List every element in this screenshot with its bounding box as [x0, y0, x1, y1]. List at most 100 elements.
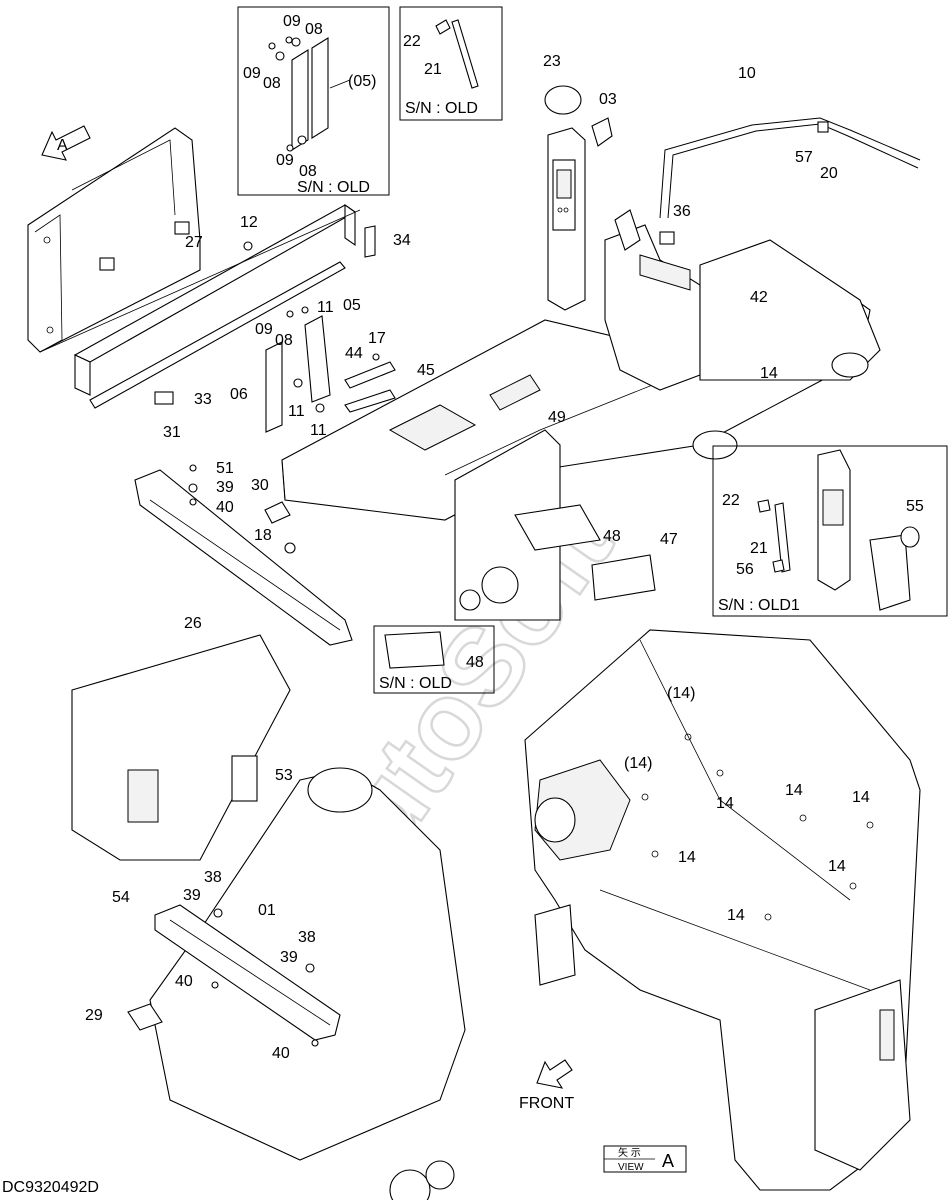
callout-11: 11	[317, 299, 334, 316]
small-parts-group: 11 05 09 08 17 44 45 06 11 11 49	[230, 297, 566, 439]
callout-36: 36	[673, 203, 691, 220]
callout-54: 54	[112, 889, 130, 906]
view-a-group: (14) (14) 14 14 14 14 14 14 FRONT 矢 示 VI…	[519, 629, 921, 1191]
inset-box	[712, 445, 948, 617]
callout-40: 40	[216, 499, 234, 516]
callout-40: 40	[272, 1045, 290, 1062]
view-a-arrow-icon	[41, 125, 91, 161]
block-31	[154, 391, 174, 405]
callout-45: 45	[417, 362, 435, 379]
callout-10: 10	[738, 65, 756, 82]
side-body-panel	[71, 634, 291, 861]
callout-14: 14	[852, 789, 870, 806]
inset-monitor-old1: 22 21 56 55 S/N : OLD1	[712, 445, 948, 617]
plate-05	[304, 315, 331, 403]
cap-23	[544, 85, 582, 115]
block-29	[127, 1003, 163, 1031]
callout-14: 14	[785, 782, 803, 799]
block-30	[264, 501, 291, 524]
bottom-left-group: 53 54 38 39 01 38 39 40 29 40	[71, 634, 466, 1200]
inset-caption: S/N : OLD1	[718, 597, 800, 614]
callout-08: 08	[275, 332, 293, 349]
view-marker-view: VIEW	[618, 1162, 644, 1173]
callout-51: 51	[216, 460, 234, 477]
callout-39: 39	[280, 949, 298, 966]
inset-handle-old: 48 S/N : OLD	[373, 625, 495, 694]
callout-14: 14	[828, 858, 846, 875]
callout-40: 40	[175, 973, 193, 990]
callout-05-old: (05)	[348, 73, 376, 90]
callout-38: 38	[298, 929, 316, 946]
bracket-34	[364, 225, 376, 258]
callout-55: 55	[906, 498, 924, 515]
callout-17: 17	[368, 330, 386, 347]
control-stand	[604, 224, 701, 391]
view-a-arrow-label: A	[57, 137, 68, 154]
callout-26: 26	[184, 615, 202, 632]
diagram-id: DC9320492D	[2, 1179, 99, 1196]
front-arrow-icon	[536, 1059, 573, 1089]
callout-29: 29	[85, 1007, 103, 1024]
view-marker-letter: A	[662, 1151, 674, 1171]
armrest-rod-10	[659, 117, 921, 219]
callout-09: 09	[255, 321, 273, 338]
callout-34: 34	[393, 232, 411, 249]
plate-06	[265, 341, 283, 433]
label-36	[659, 231, 675, 245]
main-frame-group: 23 03 10 57 20 36 42 14 34 12 27 33 31	[39, 53, 921, 621]
callout-06: 06	[230, 386, 248, 403]
handle-group: 48 47	[514, 504, 678, 601]
callout-09: 09	[283, 13, 301, 30]
callout-01: 01	[258, 902, 276, 919]
callout-14: 14	[760, 365, 778, 382]
inset-caption: S/N : OLD	[297, 179, 370, 196]
inset-caption: S/N : OLD	[379, 675, 452, 692]
inset-caption: S/N : OLD	[405, 100, 478, 117]
right-frame	[699, 239, 881, 381]
inset-box	[373, 625, 495, 694]
callout-56: 56	[736, 561, 754, 578]
callout-27: 27	[185, 234, 203, 251]
callout-31: 31	[163, 424, 181, 441]
rail-33	[89, 261, 346, 409]
callout-05: 05	[343, 297, 361, 314]
callout-30: 30	[251, 477, 269, 494]
callout-20: 20	[820, 165, 838, 182]
callout-48: 48	[603, 528, 621, 545]
callout-38: 38	[204, 869, 222, 886]
plate-45	[344, 389, 396, 413]
view-marker-kanji: 矢 示	[618, 1146, 641, 1159]
callout-44: 44	[345, 345, 363, 362]
callout-08: 08	[305, 21, 323, 38]
callout-39: 39	[183, 887, 201, 904]
callout-08: 08	[263, 75, 281, 92]
callout-09: 09	[243, 65, 261, 82]
callout-11: 11	[310, 422, 327, 439]
handle-48	[514, 504, 601, 551]
side-panel-group: A	[27, 125, 201, 353]
step-01	[154, 904, 341, 1041]
callout-48: 48	[466, 654, 484, 671]
inset-plate-old: 09 08 09 08 (05) 09 08 S/N : OLD	[237, 6, 390, 196]
callout-21: 21	[750, 540, 768, 557]
side-cover-panel	[27, 127, 201, 353]
cover-26-group: 51 39 40 30 18 26	[134, 460, 353, 646]
callout-14: 14	[678, 849, 696, 866]
callout-21: 21	[424, 61, 442, 78]
plate-53	[231, 755, 258, 802]
callout-33: 33	[194, 391, 212, 408]
callout-57: 57	[795, 149, 813, 166]
callout-42: 42	[750, 289, 768, 306]
plate-03	[591, 117, 613, 147]
callout-12: 12	[240, 214, 258, 231]
plate-44	[344, 361, 396, 389]
inset-box	[399, 6, 503, 121]
callout-53: 53	[275, 767, 293, 784]
inset-rod-old: 22 21 S/N : OLD	[399, 6, 503, 121]
inset-box	[237, 6, 390, 196]
callout-11: 11	[288, 403, 305, 420]
callout-39: 39	[216, 479, 234, 496]
callout-03: 03	[599, 91, 617, 108]
callout-23: 23	[543, 53, 561, 70]
